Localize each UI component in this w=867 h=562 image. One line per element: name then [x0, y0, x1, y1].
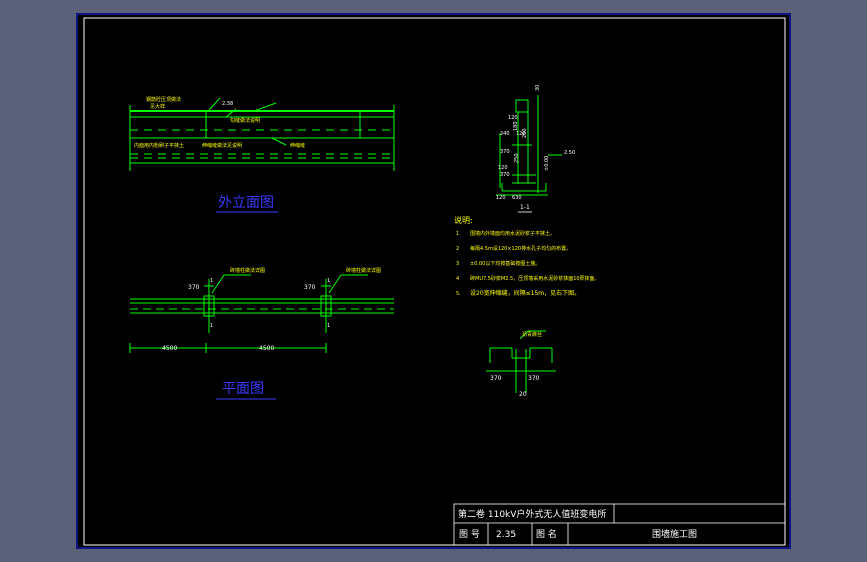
section-dim-label: 120 — [516, 131, 526, 137]
section-dim-label: 370 — [500, 172, 510, 178]
section-dim-label: 120 — [508, 115, 518, 121]
plan-section-d: 1 — [327, 323, 330, 329]
section-dim-label: 630 — [512, 195, 522, 201]
plan-dim-4500-b: 4500 — [259, 345, 274, 352]
plan-dim-370-a: 370 — [188, 284, 200, 291]
plan-drawing — [129, 274, 394, 353]
note-number: 4 — [456, 276, 459, 282]
elevation-label-left: 内面用内粉刷子平抹土 — [134, 142, 184, 149]
elevation-drawing — [129, 97, 395, 171]
section-drawing — [496, 95, 562, 196]
section-dim-label: 120 — [498, 165, 508, 171]
note-number: 3 — [456, 261, 459, 267]
inner-frame — [83, 17, 786, 546]
drawing-canvas: 钢筋砼压顶做法 见大样 2.38 勾缝做法说明 内面用内粉刷子平抹土 伸缩缝做法… — [76, 13, 791, 549]
plan-note-left: 砖墙柱做法详图 — [230, 267, 265, 274]
section-label: 1-1 — [520, 204, 530, 211]
note-text: 围墙内外墙面均用水泥砂浆子平抹土。 — [470, 230, 555, 237]
section-dim-label: 240 — [500, 131, 510, 137]
title-block-project: 第二卷 110kV户外式无人值班变电所 — [458, 508, 606, 520]
elevation-label-bottom: 伸缩缝做法见说明 — [202, 142, 242, 149]
plan-dim-370-b: 370 — [304, 284, 316, 291]
section-dim-label: 180 — [513, 121, 519, 131]
title-block-drawing-name-label: 图 名 — [536, 528, 557, 540]
section-dim-label: 2.50 — [564, 150, 575, 156]
note-number: 1 — [456, 231, 459, 237]
note-text: 砖MU7.5砂浆M2.5，压顶墙采用水泥砂浆抹面10厚抹面。 — [470, 275, 600, 282]
section-dim-label: 30 — [535, 85, 541, 91]
title-block — [453, 503, 786, 546]
note-text: 设20宽伸缩缝，间隔≤15m，见右下图。 — [470, 289, 580, 297]
section-dim-label: 250 — [522, 128, 528, 138]
joint-detail-dim-gap: 20 — [519, 391, 527, 398]
elevation-label-top-a: 钢筋砼压顶做法 — [146, 96, 181, 103]
note-text: ±0.00以下均按基础按图土施。 — [470, 260, 540, 267]
drawing-sheet: 钢筋砼压顶做法 见大样 2.38 勾缝做法说明 内面用内粉刷子平抹土 伸缩缝做法… — [76, 13, 791, 549]
title-block-drawing-no: 2.35 — [496, 530, 516, 540]
elevation-label-mid: 勾缝做法说明 — [230, 117, 260, 124]
elevation-label-top-b: 见大样 — [150, 103, 165, 110]
section-dim-label: 120 — [496, 195, 506, 201]
note-text: 每隔4.5m设120×120排水孔子均匀的布置。 — [470, 245, 571, 252]
plan-section-b: 1 — [327, 278, 330, 284]
title-block-drawing-name: 围墙施工图 — [652, 528, 697, 540]
joint-detail-dim-left: 370 — [490, 375, 502, 382]
note-number: 2 — [456, 246, 459, 252]
outer-frame — [76, 13, 791, 549]
joint-detail-drawing — [486, 330, 556, 393]
joint-detail-dim-right: 370 — [528, 375, 540, 382]
notes-heading: 说明: — [454, 215, 473, 225]
elevation-title: 外立面图 — [218, 195, 274, 211]
section-dim-label: 370 — [500, 149, 510, 155]
section-dim-label: 250 — [514, 153, 520, 163]
plan-section-c: 1 — [210, 323, 213, 329]
note-number: 5. — [456, 291, 461, 297]
title-block-drawing-no-label: 图 号 — [459, 529, 480, 540]
elevation-label-right: 伸缩缝 — [290, 142, 305, 149]
section-dim-label: ±0.00 — [544, 156, 550, 171]
plan-title: 平面图 — [222, 381, 264, 397]
joint-detail-label: 沥青麻丝 — [522, 331, 542, 338]
plan-section-a: 1 — [210, 278, 213, 284]
notes-list: 1 围墙内外墙面均用水泥砂浆子平抹土。 2 每隔4.5m设120×120排水孔子均匀的… — [456, 230, 600, 297]
elevation-dim-top: 2.38 — [222, 101, 233, 107]
plan-note-right: 砖墙柱做法详图 — [346, 267, 381, 274]
plan-dim-4500-a: 4500 — [162, 345, 177, 352]
